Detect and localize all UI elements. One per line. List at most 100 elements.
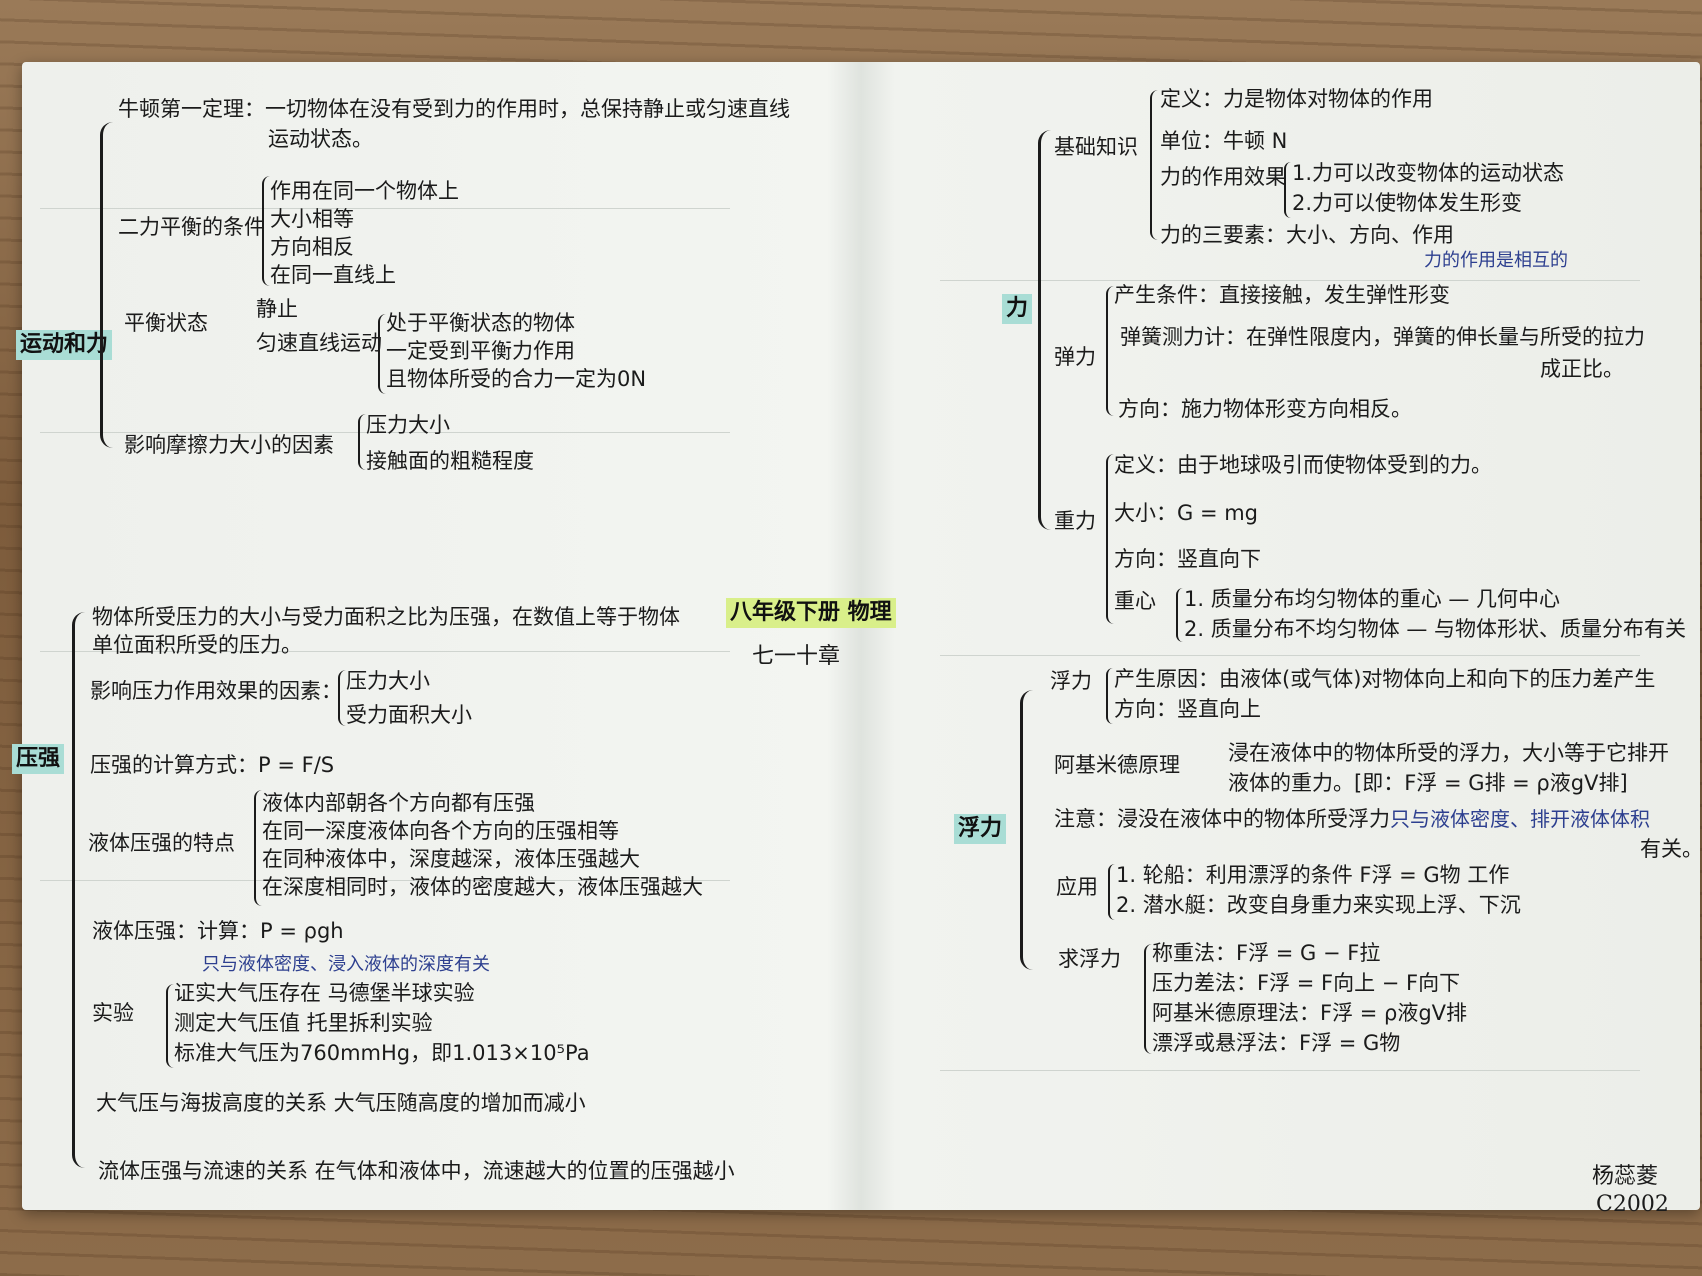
basic-knowledge-brace: [1150, 90, 1158, 240]
experiment-label: 实验: [92, 1001, 134, 1025]
state-static: 静止: [256, 297, 298, 321]
liquid-pressure-item: 在深度相同时，液体的密度越大，液体压强越大: [262, 875, 703, 899]
buoyancy-calc-item: 压力差法：F浮 = F向上 − F向下: [1152, 971, 1461, 995]
ruled-line: [40, 432, 730, 433]
mind-map-paper: [22, 62, 1700, 1210]
experiment-item: 证实大气压存在 马德堡半球实验: [174, 981, 475, 1005]
gravity-direction: 方向：竖直向下: [1114, 547, 1261, 571]
experiment-item: 测定大气压值 托里拆利实验: [174, 1011, 433, 1035]
state-item: 且物体所受的合力一定为0N: [386, 367, 647, 391]
liquid-pressure-brace: [254, 790, 262, 906]
state-item: 一定受到平衡力作用: [386, 339, 575, 363]
pressure-brace: [72, 612, 85, 1168]
force-effect-brace: [1284, 162, 1291, 218]
author-code: C2002: [1596, 1192, 1669, 1217]
application-item: 1. 轮船：利用漂浮的条件 F浮 = G物 工作: [1116, 863, 1510, 887]
force-three-elements: 力的三要素：大小、方向、作用: [1160, 223, 1454, 247]
ruled-line: [40, 880, 730, 881]
state-uniform: 匀速直线运动: [256, 331, 382, 355]
friction-label: 影响摩擦力大小的因素: [124, 433, 334, 457]
ruled-line: [940, 1070, 1640, 1071]
pressure-formula: 压强的计算方式：P = F/S: [90, 753, 335, 777]
application-label: 应用: [1056, 875, 1098, 899]
friction-item: 接触面的粗糙程度: [366, 449, 534, 473]
liquid-pressure-note: 只与液体密度、浸入液体的深度有关: [202, 954, 490, 975]
archimedes-label: 阿基米德原理: [1054, 753, 1180, 777]
liquid-pressure-item: 液体内部朝各个方向都有压强: [262, 791, 535, 815]
buoyancy-brace: [1020, 690, 1033, 970]
elastic-force-brace: [1106, 286, 1114, 416]
center-of-gravity-item: 2. 质量分布不均匀物体 — 与物体形状、质量分布有关: [1184, 617, 1687, 641]
application-brace: [1108, 864, 1115, 920]
author-signature: 杨蕊菱: [1592, 1164, 1659, 1189]
buoyancy-note-highlight: 只与液体密度、排开液体体积: [1390, 807, 1650, 831]
experiment-brace: [166, 984, 174, 1068]
center-of-gravity-label: 重心: [1114, 589, 1156, 613]
liquid-pressure-item: 在同种液体中，深度越深，液体压强越大: [262, 847, 640, 871]
friction-item: 压力大小: [366, 413, 450, 437]
buoyancy-cause: 产生原因：由液体(或气体)对物体向上和向下的压力差产生: [1114, 667, 1656, 691]
motion-root-label: 运动和力: [16, 330, 113, 360]
buoyancy-calc-brace: [1144, 944, 1152, 1054]
flow-relation: 流体压强与流速的关系 在气体和液体中，流速越大的位置的压强越小: [98, 1159, 735, 1183]
buoyancy-root-label: 浮力: [954, 814, 1007, 844]
liquid-pressure-label: 液体压强的特点: [88, 831, 235, 855]
balance-item: 方向相反: [270, 235, 354, 259]
buoyancy-calc-item: 称重法：F浮 = G − F拉: [1152, 941, 1381, 965]
pressure-effect-label: 影响压力作用效果的因素：: [90, 679, 342, 703]
ruled-line: [940, 280, 1640, 281]
buoyancy-note-end: 有关。: [1640, 837, 1702, 861]
balance-item: 作用在同一个物体上: [270, 179, 459, 203]
pressure-definition-cont: 单位面积所受的压力。: [92, 633, 302, 657]
newton-law-cont: 运动状态。: [268, 127, 373, 151]
archimedes-principle: 浸在液体中的物体所受的浮力，大小等于它排开: [1228, 741, 1669, 765]
liquid-pressure-calc: 液体压强：计算：P = ρgh: [92, 919, 344, 943]
balance-item: 大小相等: [270, 207, 354, 231]
force-unit: 单位：牛顿 N: [1160, 129, 1288, 153]
ruled-line: [940, 655, 1640, 656]
buoyancy-calc-item: 阿基米德原理法：F浮 = ρ液gV排: [1152, 1001, 1468, 1025]
force-effect-item: 1.力可以改变物体的运动状态: [1292, 161, 1565, 185]
newton-law: 牛顿第一定理：一切物体在没有受到力的作用时，总保持静止或匀速直线: [118, 97, 790, 121]
friction-brace: [358, 414, 366, 470]
state-brace: [378, 314, 386, 394]
liquid-pressure-item: 在同一深度液体向各个方向的压强相等: [262, 819, 619, 843]
state-label: 平衡状态: [124, 311, 208, 335]
pressure-root-label: 压强: [12, 744, 65, 774]
gravity-definition: 定义：由于地球吸引而使物体受到的力。: [1114, 453, 1492, 477]
pressure-effect-item: 受力面积大小: [346, 703, 472, 727]
balance-item: 在同一直线上: [270, 263, 396, 287]
experiment-item: 标准大气压为760mmHg，即1.013×10⁵Pa: [174, 1041, 590, 1065]
application-item: 2. 潜水艇：改变自身重力来实现上浮、下沉: [1116, 893, 1521, 917]
center-of-gravity-brace: [1176, 588, 1183, 642]
buoyancy-sub-brace: [1106, 668, 1113, 724]
pressure-definition: 物体所受压力的大小与受力面积之比为压强，在数值上等于物体: [92, 605, 680, 629]
buoyancy-note-text: 注意：浸没在液体中的物体所受浮力: [1054, 807, 1390, 831]
force-definition: 定义：力是物体对物体的作用: [1160, 87, 1433, 111]
force-mutual-note: 力的作用是相互的: [1424, 250, 1568, 271]
state-item: 处于平衡状态的物体: [386, 311, 575, 335]
motion-brace: [100, 122, 113, 448]
pressure-effect-item: 压力大小: [346, 669, 430, 693]
buoyancy-sub-label: 浮力: [1050, 669, 1092, 693]
gravity-magnitude: 大小：G = mg: [1114, 501, 1259, 525]
balance-brace: [262, 176, 270, 286]
buoyancy-direction: 方向：竖直向上: [1114, 697, 1261, 721]
force-brace: [1038, 130, 1051, 530]
elastic-condition: 产生条件：直接接触，发生弹性形变: [1114, 283, 1450, 307]
altitude-relation: 大气压与海拔高度的关系 大气压随高度的增加而减小: [96, 1091, 586, 1115]
force-effect-item: 2.力可以使物体发生形变: [1292, 191, 1523, 215]
center-of-gravity-item: 1. 质量分布均匀物体的重心 — 几何中心: [1184, 587, 1561, 611]
center-chapters: 七一十章: [752, 644, 841, 669]
buoyancy-calc-item: 漂浮或悬浮法：F浮 = G物: [1152, 1031, 1401, 1055]
ruled-line: [40, 651, 730, 652]
pressure-effect-brace: [338, 670, 346, 726]
elastic-direction: 方向：施力物体形变方向相反。: [1118, 397, 1412, 421]
spring-scale: 弹簧测力计：在弹性限度内，弹簧的伸长量与所受的拉力: [1120, 325, 1645, 349]
ruled-line: [40, 208, 730, 209]
force-effect-label: 力的作用效果: [1160, 165, 1286, 189]
basic-knowledge-label: 基础知识: [1054, 135, 1138, 159]
gravity-label: 重力: [1054, 509, 1096, 533]
spring-scale-cont: 成正比。: [1540, 357, 1624, 381]
buoyancy-note: 注意：浸没在液体中的物体所受浮力只与液体密度、排开液体体积: [1054, 806, 1650, 832]
